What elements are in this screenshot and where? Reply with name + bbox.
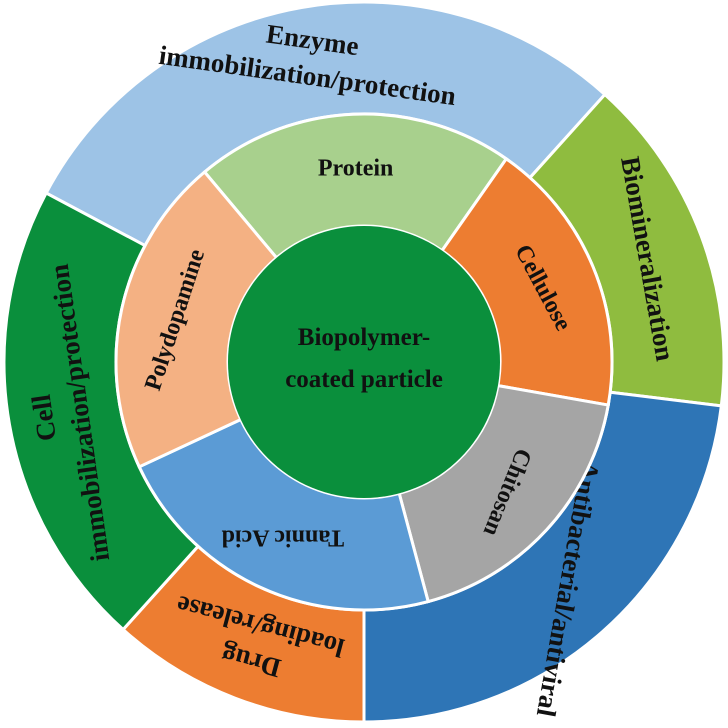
center-circle (228, 226, 500, 498)
center-label-line-2: coated particle (285, 366, 443, 393)
inner-label-tannic-acid: Tannic Acid (221, 524, 344, 550)
center-hub: Biopolymer- coated particle (228, 226, 500, 498)
inner-label-protein: Protein (318, 156, 394, 182)
outer-label-line: Cell (26, 392, 62, 443)
center-label-line-1: Biopolymer- (298, 324, 430, 351)
